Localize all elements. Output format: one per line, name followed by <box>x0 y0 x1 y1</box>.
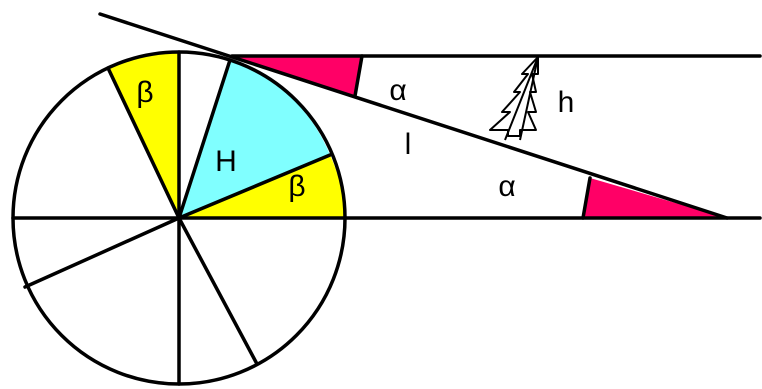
alpha-wedge-upper-edge <box>353 54 364 98</box>
label-beta-upper: β <box>136 76 153 109</box>
radius-lower-right <box>177 216 259 366</box>
h-sector <box>179 60 330 218</box>
label-l: l <box>405 128 412 161</box>
alpha-wedge-lower-edge <box>581 176 592 220</box>
radius-lower-left <box>23 216 181 289</box>
label-H: H <box>215 145 237 178</box>
tangent-line <box>98 12 729 220</box>
label-h: h <box>558 86 575 119</box>
label-alpha-lower: α <box>498 170 515 203</box>
radius-beta-upper <box>106 66 181 220</box>
tree-icon <box>489 56 539 141</box>
label-beta-lower: β <box>288 170 305 203</box>
radius-H <box>177 58 232 220</box>
radius-beta-lower <box>177 153 332 220</box>
label-alpha-upper: α <box>389 74 406 107</box>
